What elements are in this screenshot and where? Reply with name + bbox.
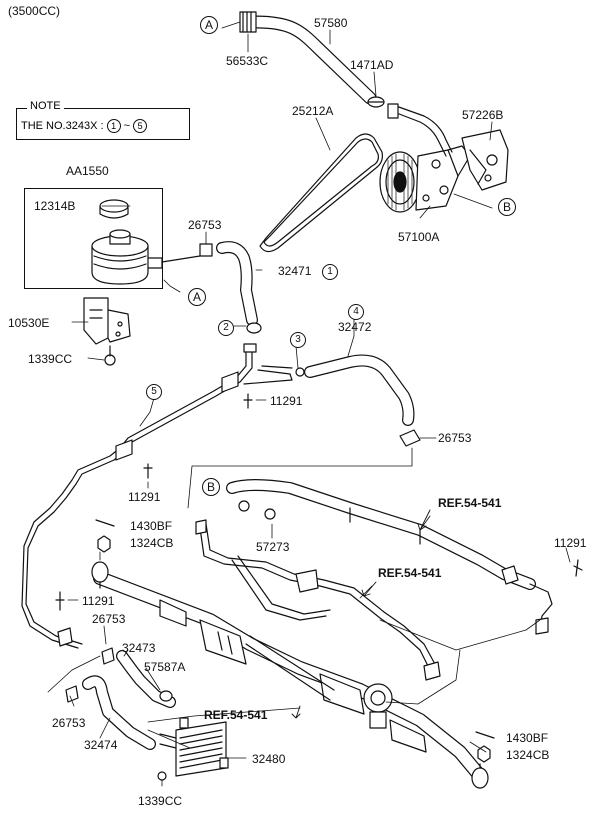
label-1324cb-right: 1324CB bbox=[506, 748, 550, 762]
drive-belt-25212a bbox=[259, 133, 383, 253]
bolt-11291-b bbox=[143, 463, 153, 479]
bracket-57226b bbox=[461, 129, 509, 191]
hose-57580 bbox=[239, 11, 377, 105]
circle-4: 4 bbox=[348, 304, 364, 320]
return-hose-b bbox=[226, 479, 553, 635]
reservoir-kit-box bbox=[24, 188, 163, 289]
circle-1: 1 bbox=[322, 264, 338, 280]
hose-32471 bbox=[199, 241, 258, 326]
bolt-11291-a bbox=[243, 393, 253, 409]
label-26753-mid: 26753 bbox=[438, 431, 472, 445]
circle-5: 5 bbox=[146, 384, 162, 400]
label-1324cb-left: 1324CB bbox=[130, 536, 174, 550]
clamp-2 bbox=[246, 322, 262, 334]
label-1339cc-bottom: 1339CC bbox=[138, 794, 183, 808]
label-32472: 32472 bbox=[338, 320, 372, 334]
ref-label-1: REF.54-541 bbox=[438, 496, 502, 510]
oil-cooler-32480 bbox=[159, 717, 229, 777]
note-title: NOTE bbox=[27, 100, 64, 112]
bolt-11291-c bbox=[55, 591, 65, 611]
nut-1324cb-left bbox=[97, 535, 111, 553]
label-32471: 32471 bbox=[278, 264, 312, 278]
note-text: THE NO.3243X : 1 ~ 5 bbox=[21, 119, 148, 133]
pressure-pipe-assembly bbox=[21, 343, 293, 649]
note-prefix: THE NO.3243X : bbox=[21, 119, 104, 132]
label-1430bf-right: 1430BF bbox=[506, 731, 549, 745]
connector-a-reservoir: A bbox=[188, 288, 206, 306]
nut-1324cb-right bbox=[477, 745, 491, 763]
label-57273: 57273 bbox=[256, 540, 290, 554]
label-57580: 57580 bbox=[314, 16, 348, 30]
connector-b-return: B bbox=[202, 478, 220, 496]
label-11291-a: 11291 bbox=[270, 394, 303, 408]
label-10530e: 10530E bbox=[8, 316, 50, 330]
label-11291-right: 11291 bbox=[554, 536, 587, 550]
reservoir-aa1550 bbox=[91, 229, 209, 285]
label-26753-low: 26753 bbox=[92, 612, 126, 626]
bolt-1339cc-top bbox=[104, 345, 116, 366]
label-12314b: 12314B bbox=[34, 199, 76, 213]
hose-32474 bbox=[65, 675, 156, 750]
label-56533c: 56533C bbox=[226, 54, 269, 68]
note-range-to: 5 bbox=[133, 119, 148, 133]
ref-label-3: REF.54-541 bbox=[204, 708, 268, 722]
ref-arrows bbox=[291, 509, 431, 719]
label-32474: 32474 bbox=[84, 738, 118, 752]
label-57226b: 57226B bbox=[462, 108, 504, 122]
bolt-1430bf-right bbox=[475, 731, 495, 739]
circle-2: 2 bbox=[218, 320, 234, 336]
label-57587a: 57587A bbox=[144, 660, 186, 674]
leader-lines bbox=[47, 21, 571, 787]
connector-b-pump: B bbox=[498, 198, 516, 216]
bolt-1430bf-left bbox=[95, 519, 115, 527]
clamp-1471ad bbox=[367, 96, 385, 108]
label-aa1550: AA1550 bbox=[66, 164, 109, 178]
bolt-11291-r bbox=[573, 559, 583, 577]
bracket-10530e bbox=[83, 297, 131, 345]
engine-label: (3500CC) bbox=[8, 4, 61, 18]
label-32473: 32473 bbox=[122, 641, 156, 655]
pump-hose bbox=[387, 103, 453, 157]
bolt-1339cc-bottom bbox=[157, 771, 167, 781]
power-steering-pump-57100a bbox=[379, 145, 471, 213]
fitting-57273 bbox=[238, 500, 276, 520]
label-11291-b: 11291 bbox=[128, 490, 161, 504]
note-range-from: 1 bbox=[106, 119, 121, 133]
steering-gear-box bbox=[93, 571, 487, 783]
hose-32472 bbox=[295, 354, 415, 426]
clamp-57587a bbox=[159, 690, 173, 702]
tie-rod-end-right bbox=[471, 763, 489, 789]
ref-label-2: REF.54-541 bbox=[378, 566, 442, 580]
label-25212a: 25212A bbox=[292, 104, 334, 118]
label-1339cc-top: 1339CC bbox=[28, 352, 73, 366]
connector-a-top: A bbox=[200, 16, 218, 34]
label-32480: 32480 bbox=[252, 752, 286, 766]
label-1430bf-left: 1430BF bbox=[130, 519, 173, 533]
label-26753-top: 26753 bbox=[188, 218, 222, 232]
hose-32473 bbox=[101, 647, 176, 708]
note-range-sep: ~ bbox=[123, 119, 131, 132]
tie-rod-end-left bbox=[91, 561, 109, 589]
label-1471ad: 1471AD bbox=[350, 58, 394, 72]
circle-3: 3 bbox=[290, 332, 306, 348]
clamp-26753-mid bbox=[399, 429, 421, 447]
label-57100a: 57100A bbox=[398, 230, 440, 244]
note-box: NOTE THE NO.3243X : 1 ~ 5 bbox=[16, 100, 190, 140]
label-11291-c: 11291 bbox=[82, 594, 115, 608]
label-26753-bottom: 26753 bbox=[52, 716, 86, 730]
